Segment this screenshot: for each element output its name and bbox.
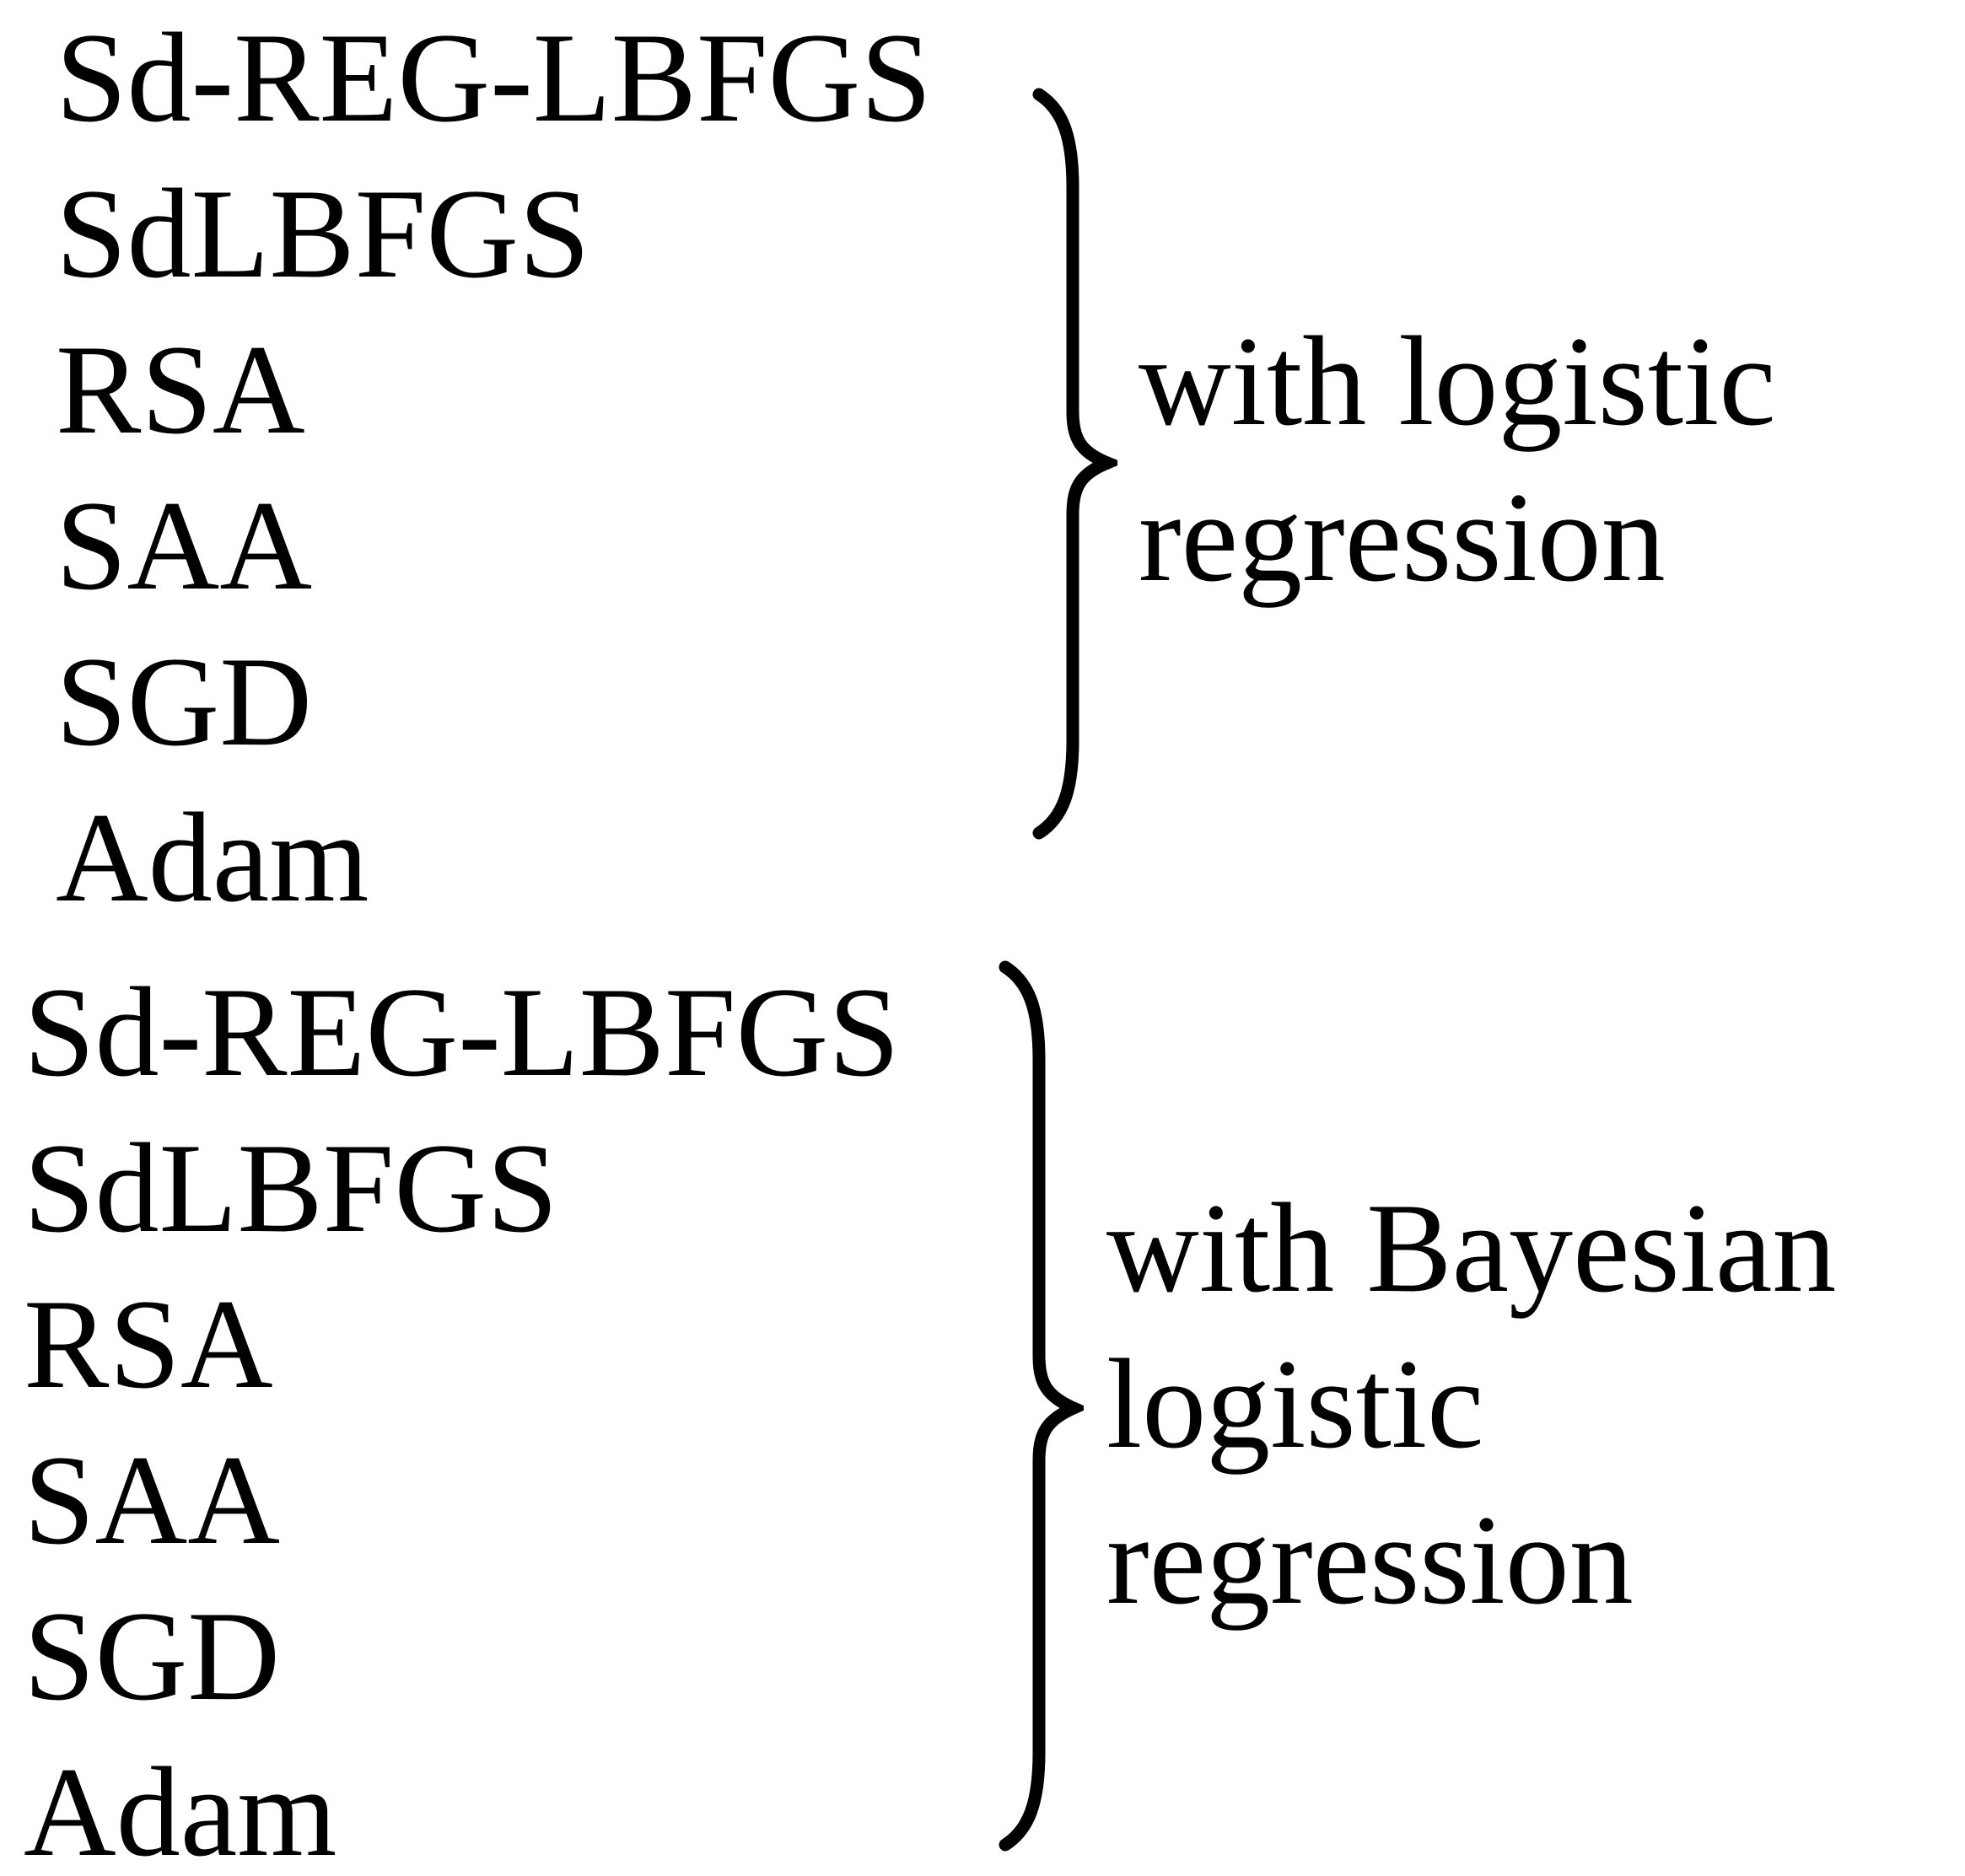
list-item: Sd-REG-LBFGS — [56, 7, 932, 148]
list-item: Adam — [56, 787, 369, 928]
group-label-logistic: with logistic regression — [1139, 304, 1776, 615]
list-item: SGD — [24, 1585, 281, 1727]
group-label-line: with Bayesian — [1106, 1177, 1837, 1319]
list-item: SGD — [56, 631, 313, 772]
list-item: SdLBFGS — [24, 1117, 558, 1259]
group-label-line: regression — [1139, 466, 1666, 608]
list-item: SAA — [56, 475, 313, 616]
list-item: RSA — [56, 319, 305, 460]
group-label-line: with logistic — [1139, 310, 1776, 452]
list-item: RSA — [24, 1273, 273, 1415]
group-label-line: logistic — [1106, 1333, 1484, 1475]
list-item: SAA — [24, 1429, 281, 1571]
list-item: Sd-REG-LBFGS — [24, 961, 900, 1103]
grouping-brace-logistic — [1032, 88, 1117, 840]
grouping-brace-bayesian — [999, 960, 1084, 1852]
list-item: SdLBFGS — [56, 163, 590, 304]
group-label-line: regression — [1106, 1489, 1634, 1631]
list-item: Adam — [24, 1741, 337, 1876]
group-label-bayesian: with Bayesian logistic regression — [1106, 1170, 1836, 1638]
optimizer-list-logistic: Sd-REG-LBFGS SdLBFGS RSA SAA SGD Adam — [56, 0, 932, 936]
optimizer-list-bayesian-logistic: Sd-REG-LBFGS SdLBFGS RSA SAA SGD Adam — [24, 954, 900, 1876]
